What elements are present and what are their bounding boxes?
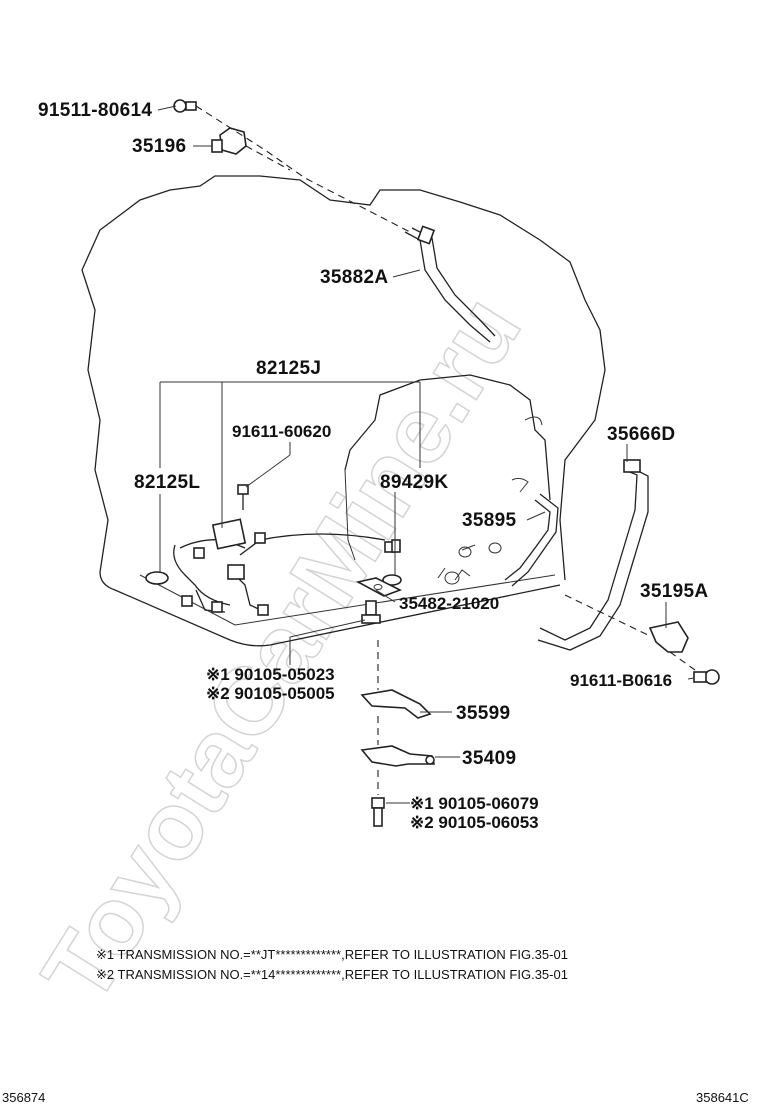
label-90105-06079: ※1 90105-06079	[410, 794, 539, 813]
label-35482-21020: 35482-21020	[399, 594, 499, 613]
label-35895: 35895	[462, 510, 516, 531]
o-ring-82125l	[145, 571, 169, 585]
transmission-housing	[81, 175, 606, 647]
bolt-91611-60620	[237, 484, 249, 510]
bracket-35599	[360, 689, 432, 719]
plate-35482-21020	[355, 577, 402, 597]
footer-left-code: 356874	[2, 1090, 45, 1105]
bolt-90105-06079	[371, 797, 385, 827]
bracket-35409	[360, 745, 436, 767]
label-90105-05023: ※1 90105-05023	[206, 665, 335, 684]
leader-lines	[157, 105, 695, 804]
label-90105-05005: ※2 90105-05005	[206, 684, 335, 703]
clamp-35195a	[648, 621, 689, 653]
bolt-91511-80614	[173, 99, 197, 113]
label-82125j: 82125J	[256, 358, 321, 379]
wire-harness-82125j	[173, 518, 396, 616]
sensor-89429k	[382, 539, 402, 586]
hose-35666d	[539, 469, 638, 641]
hose-35895	[504, 499, 551, 581]
bolt-91611-b0616	[693, 669, 720, 685]
label-91611-b0616: 91611-B0616	[570, 671, 672, 690]
label-91611-60620: 91611-60620	[232, 422, 331, 441]
label-35666d: 35666D	[607, 424, 675, 445]
label-82125l: 82125L	[134, 472, 200, 493]
note-1: ※1 TRANSMISSION NO.=**JT*************,RE…	[96, 947, 568, 962]
watermark: ToyotaCarMine.ru	[22, 278, 541, 1021]
clamp-35196	[211, 127, 247, 155]
label-90105-06053: ※2 90105-06053	[410, 813, 539, 832]
label-91511-80614: 91511-80614	[38, 100, 152, 121]
label-35196: 35196	[132, 136, 186, 157]
label-35882a: 35882A	[320, 267, 388, 288]
label-35195a: 35195A	[640, 581, 708, 602]
bolt-90105-05023	[361, 600, 381, 624]
label-35409: 35409	[462, 748, 516, 769]
label-35599: 35599	[456, 703, 510, 724]
label-89429k: 89429K	[380, 472, 448, 493]
note-2: ※2 TRANSMISSION NO.=**14*************,RE…	[96, 967, 568, 982]
footer-right-code: 358641C	[696, 1090, 749, 1105]
